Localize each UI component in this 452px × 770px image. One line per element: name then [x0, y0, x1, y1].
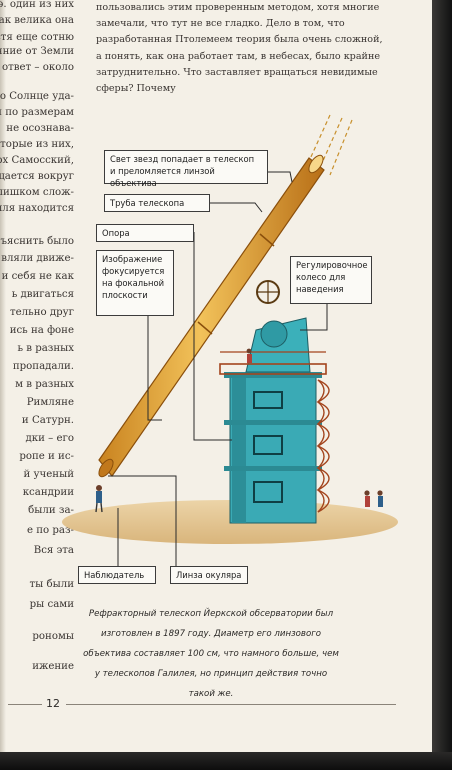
observatory-tower [219, 317, 330, 524]
callout-eyepiece: Линза окуляра [170, 566, 248, 584]
left-text-line: м в разных [15, 379, 74, 390]
callout-tube: Труба телескопа [104, 194, 210, 212]
left-text-line: рономы [32, 631, 74, 642]
figure-caption: Рефракторный телескоп Йеркской обсервато… [83, 609, 339, 699]
book-page [0, 0, 432, 752]
callout-leaders [108, 171, 328, 566]
visitor-figures [246, 348, 383, 507]
page-gutter [0, 0, 6, 752]
page-rule-right [66, 704, 396, 705]
callout-starlight: Свет звезд попадает в телескоп и преломл… [104, 150, 268, 188]
left-text-line: стояние от Земли [0, 46, 74, 57]
left-text-line: как велика она [0, 15, 74, 26]
left-text-line: ры сами [29, 599, 74, 610]
left-text-line: ксандрии [22, 487, 74, 498]
left-text-line: ь двигаться [11, 289, 74, 300]
left-text-line: и Сатурн. [21, 415, 74, 426]
left-text-line: и по размерам [0, 107, 74, 118]
page-number: 12 [46, 697, 60, 710]
left-text-line: и себя не как [1, 271, 74, 282]
body-paragraph: пользовались этим проверенным методом, х… [96, 2, 383, 95]
left-text-line: ись на фоне [9, 325, 74, 336]
left-text-line: в. э. один из них [0, 0, 74, 10]
left-text-line: были за- [28, 505, 74, 516]
observer-figure [95, 485, 103, 513]
left-text-line: что Солнце уда- [0, 91, 74, 102]
adjustment-wheel [256, 280, 280, 304]
left-text-line: ыля находится [0, 203, 74, 214]
left-text-line: щается вокруг [0, 171, 74, 182]
left-text-line: й ученый [23, 469, 74, 480]
page-rule-left [8, 704, 42, 705]
callout-support: Опора [96, 224, 194, 242]
left-text-line: рх Самосский, [0, 155, 74, 166]
left-text-line: е по раз- [26, 525, 74, 536]
left-text-line: пропадали. [12, 361, 74, 372]
left-text-line: тельно друг [10, 307, 74, 318]
left-text-line: ъяснить было [0, 236, 74, 247]
book-edge-bottom [0, 752, 452, 770]
left-text-line: ропе и ис- [19, 451, 74, 462]
left-text-line: которые из них, [0, 139, 74, 150]
left-text-line: Вся эта [33, 545, 74, 556]
left-text-line: Спустя еще сотню [0, 32, 74, 43]
left-text-column: в. э. один из них как велика она Спустя … [0, 0, 74, 700]
left-text-line: ь в разных [17, 343, 74, 354]
left-text-line: лый ответ – около [0, 62, 74, 73]
left-text-line: вляли движе- [1, 253, 74, 264]
callout-observer: Наблюдатель [78, 566, 156, 584]
book-edge-right [432, 0, 452, 770]
left-text-line: Римляне [26, 397, 74, 408]
left-text-line: ты были [29, 579, 75, 590]
left-text-line: не осознава- [6, 123, 74, 134]
left-text-line: ижение [32, 661, 74, 672]
left-text-line: дки – его [25, 433, 74, 444]
callout-focal-plane: Изображение фокусируется на фокальной пл… [96, 250, 174, 316]
callout-adjustment-wheel: Регулировочное колесо для наведения [290, 256, 372, 304]
left-text-line: лишком слож- [0, 187, 74, 198]
telescope-tube [98, 154, 325, 478]
